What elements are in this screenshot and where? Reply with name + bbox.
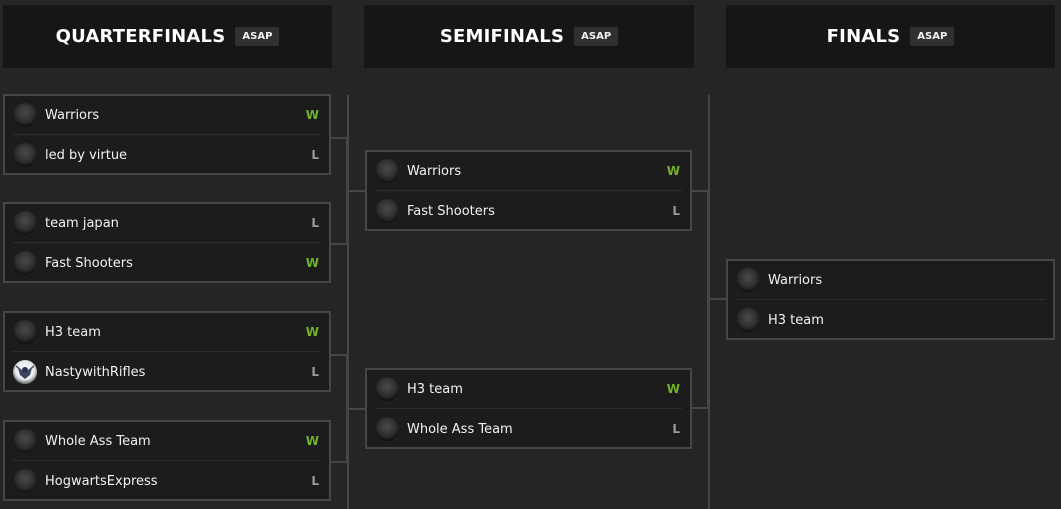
match-quarterfinal-1[interactable]: Warriors W led by virtue L bbox=[3, 94, 331, 175]
connector-line bbox=[330, 137, 348, 139]
team-row[interactable]: H3 team W bbox=[13, 313, 321, 352]
team-name: Whole Ass Team bbox=[407, 421, 513, 437]
team-logo-icon bbox=[13, 469, 37, 493]
team-name: Fast Shooters bbox=[45, 255, 133, 271]
match-quarterfinal-3[interactable]: H3 team W NastywithRifles L bbox=[3, 311, 331, 392]
team-name: Warriors bbox=[768, 272, 823, 288]
match-semifinal-1[interactable]: Warriors W Fast Shooters L bbox=[365, 150, 692, 231]
schedule-badge: ASAP bbox=[910, 27, 955, 46]
schedule-badge: ASAP bbox=[574, 27, 619, 46]
round-title: QUARTERFINALS bbox=[55, 26, 226, 47]
round-header-finals: FINALS ASAP bbox=[726, 5, 1055, 68]
connector-line bbox=[707, 298, 727, 300]
win-result: W bbox=[305, 108, 319, 122]
connector-line bbox=[330, 243, 348, 245]
team-logo-icon bbox=[375, 377, 399, 401]
team-row[interactable]: team japan L bbox=[13, 204, 321, 243]
team-logo-icon bbox=[375, 417, 399, 441]
loss-result: L bbox=[311, 474, 319, 488]
team-logo-icon bbox=[736, 308, 760, 332]
team-row[interactable]: Whole Ass Team W bbox=[13, 422, 321, 461]
match-final[interactable]: Warriors H3 team bbox=[726, 259, 1055, 340]
match-quarterfinal-4[interactable]: Whole Ass Team W HogwartsExpress L bbox=[3, 420, 331, 501]
loss-result: L bbox=[672, 422, 680, 436]
bracket-divider bbox=[347, 95, 349, 509]
team-row[interactable]: Fast Shooters W bbox=[13, 244, 321, 282]
team-row[interactable]: Warriors W bbox=[375, 152, 682, 191]
team-name: NastywithRifles bbox=[45, 364, 146, 380]
round-title: SEMIFINALS bbox=[439, 26, 565, 47]
team-row[interactable]: Warriors W bbox=[13, 96, 321, 135]
round-header-semifinals: SEMIFINALS ASAP bbox=[364, 5, 694, 68]
team-row[interactable]: Whole Ass Team L bbox=[375, 410, 682, 448]
team-name: HogwartsExpress bbox=[45, 473, 158, 489]
team-row[interactable]: HogwartsExpress L bbox=[13, 462, 321, 500]
team-logo-icon bbox=[13, 320, 37, 344]
team-logo-icon bbox=[375, 199, 399, 223]
connector-line bbox=[330, 461, 348, 463]
round-header-quarterfinals: QUARTERFINALS ASAP bbox=[3, 5, 332, 68]
bracket-divider bbox=[708, 95, 710, 509]
team-name: H3 team bbox=[45, 324, 101, 340]
connector-line bbox=[691, 190, 709, 192]
team-name: team japan bbox=[45, 215, 119, 231]
team-logo-icon bbox=[736, 268, 760, 292]
connector-line bbox=[330, 354, 348, 356]
team-logo-icon bbox=[13, 103, 37, 127]
team-logo-icon bbox=[13, 143, 37, 167]
team-name: Warriors bbox=[407, 163, 462, 179]
team-row[interactable]: Warriors bbox=[736, 261, 1045, 300]
team-name: Whole Ass Team bbox=[45, 433, 151, 449]
team-name: H3 team bbox=[768, 312, 824, 328]
win-result: W bbox=[305, 434, 319, 448]
team-row[interactable]: H3 team bbox=[736, 301, 1045, 339]
team-row[interactable]: led by virtue L bbox=[13, 136, 321, 174]
schedule-badge: ASAP bbox=[235, 27, 280, 46]
team-name: H3 team bbox=[407, 381, 463, 397]
team-logo-icon bbox=[13, 429, 37, 453]
win-result: W bbox=[305, 256, 319, 270]
connector-line bbox=[691, 407, 709, 409]
loss-result: L bbox=[311, 216, 319, 230]
match-semifinal-2[interactable]: H3 team W Whole Ass Team L bbox=[365, 368, 692, 449]
team-logo-icon bbox=[13, 211, 37, 235]
round-title: FINALS bbox=[826, 26, 901, 47]
loss-result: L bbox=[672, 204, 680, 218]
match-quarterfinal-2[interactable]: team japan L Fast Shooters W bbox=[3, 202, 331, 283]
win-result: W bbox=[666, 382, 680, 396]
loss-result: L bbox=[311, 148, 319, 162]
team-name: Fast Shooters bbox=[407, 203, 495, 219]
loss-result: L bbox=[311, 365, 319, 379]
team-logo-icon bbox=[13, 251, 37, 275]
connector-line bbox=[346, 408, 366, 410]
rifles-emblem-icon bbox=[13, 360, 37, 384]
team-name: Warriors bbox=[45, 107, 100, 123]
connector-line bbox=[346, 190, 366, 192]
win-result: W bbox=[666, 164, 680, 178]
team-row[interactable]: Fast Shooters L bbox=[375, 192, 682, 230]
team-row[interactable]: NastywithRifles L bbox=[13, 353, 321, 391]
team-row[interactable]: H3 team W bbox=[375, 370, 682, 409]
team-logo-icon bbox=[375, 159, 399, 183]
team-name: led by virtue bbox=[45, 147, 128, 163]
win-result: W bbox=[305, 325, 319, 339]
